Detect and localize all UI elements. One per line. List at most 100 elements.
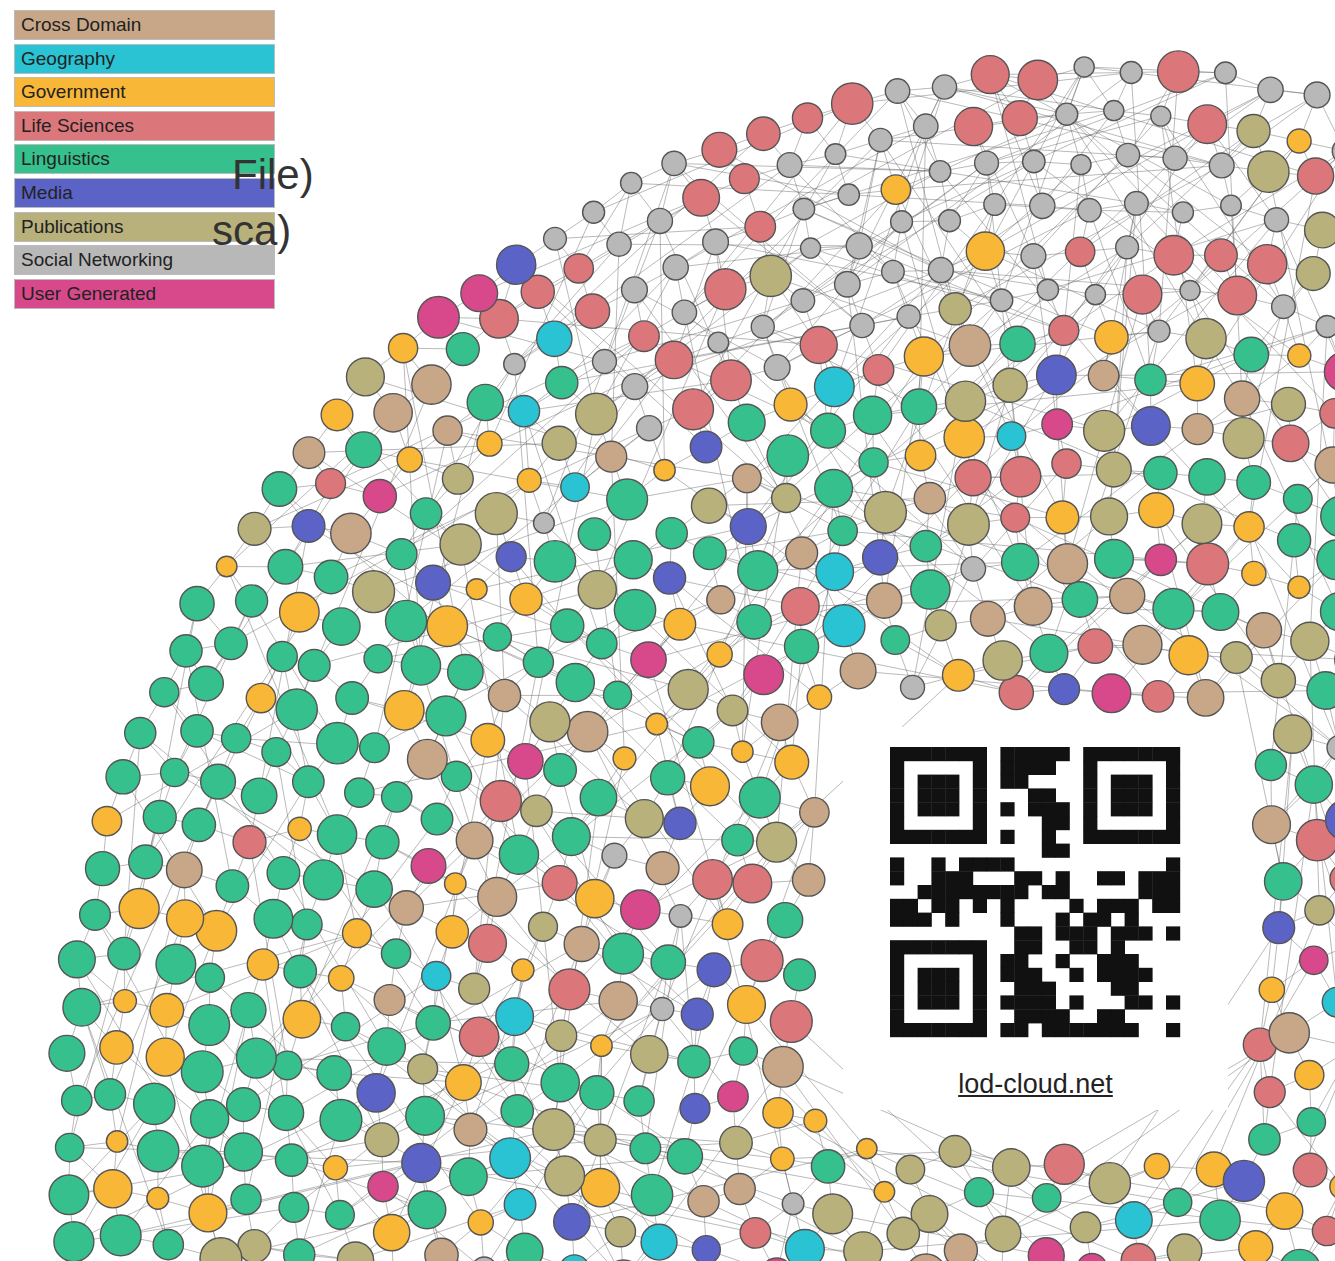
link-line: [488, 740, 623, 953]
dataset-circle: [1274, 715, 1312, 753]
link-line: [940, 171, 1151, 426]
dataset-circle: [1300, 946, 1328, 974]
dataset-circle: [1291, 622, 1329, 660]
dataset-circle: [1295, 1060, 1324, 1089]
dataset-circle: [425, 1238, 458, 1261]
dataset-circle: [939, 293, 971, 325]
dataset-circle: [720, 1126, 753, 1159]
dataset-circle: [1116, 236, 1139, 259]
dataset-circle: [728, 404, 765, 441]
dataset-circle: [533, 513, 554, 534]
dataset-circle: [1180, 280, 1200, 300]
link-line: [1057, 424, 1067, 564]
dataset-circle: [1037, 279, 1058, 300]
dataset-circle: [283, 1001, 320, 1038]
dataset-circle: [966, 232, 1004, 270]
dataset-circle: [891, 211, 913, 233]
dataset-circle: [231, 993, 266, 1028]
dataset-circle: [800, 798, 829, 827]
dataset-circle: [1084, 410, 1125, 451]
dataset-circle: [707, 586, 735, 614]
dataset-circle: [904, 337, 943, 376]
link-line: [804, 80, 1038, 209]
link-line: [175, 601, 252, 773]
dataset-circle: [1167, 1234, 1202, 1261]
link-line: [340, 1001, 618, 1215]
dataset-circle: [1169, 636, 1208, 675]
dataset-circle: [801, 238, 821, 258]
dataset-circle: [466, 579, 487, 600]
dataset-circle: [1234, 337, 1269, 372]
dataset-circle: [784, 959, 816, 991]
dataset-circle: [279, 1193, 309, 1223]
dataset-circle: [730, 509, 766, 545]
link-line: [634, 290, 786, 498]
dataset-circle: [655, 341, 692, 378]
dataset-circle: [480, 780, 521, 821]
dataset-circle: [546, 367, 578, 399]
link-line: [1020, 356, 1299, 562]
dataset-circle: [1224, 381, 1259, 416]
dataset-circle: [483, 623, 511, 651]
dataset-circle: [386, 600, 427, 641]
dataset-circle: [408, 1191, 446, 1229]
link-line: [902, 73, 1226, 222]
link-line: [392, 1083, 464, 1233]
dataset-circle: [625, 800, 663, 838]
link-line: [763, 163, 987, 327]
dataset-circle: [1047, 544, 1087, 584]
dataset-circle: [353, 571, 395, 613]
dataset-circle: [329, 966, 354, 991]
dataset-circle: [276, 689, 317, 730]
dataset-circle: [195, 963, 224, 992]
dataset-circle: [705, 269, 746, 310]
link-line: [684, 171, 940, 312]
link-line: [985, 90, 1270, 251]
dataset-circle: [445, 873, 467, 895]
link-line: [834, 165, 1081, 387]
dataset-circle: [654, 562, 686, 594]
dataset-circle: [718, 1081, 749, 1112]
link-line: [733, 407, 919, 711]
dataset-circle: [1316, 315, 1335, 337]
dataset-circle: [1280, 1249, 1321, 1261]
dataset-circle: [317, 1056, 351, 1090]
dataset-circle: [774, 388, 807, 421]
dataset-circle: [545, 1156, 585, 1196]
dataset-circle: [1142, 681, 1174, 713]
dataset-circle: [680, 1094, 710, 1124]
dataset-circle: [1288, 344, 1311, 367]
dataset-circle: [664, 807, 696, 839]
dataset-circle: [672, 300, 696, 324]
dataset-circle: [293, 766, 324, 797]
dataset-circle: [1239, 1231, 1273, 1261]
dataset-circle: [586, 628, 617, 659]
dataset-circle: [840, 653, 876, 689]
link-line: [635, 140, 881, 386]
dataset-circle: [1321, 496, 1335, 537]
dataset-circle: [499, 835, 538, 874]
link-lines: [67, 67, 1335, 1261]
dataset-circle: [828, 516, 857, 545]
dataset-circle: [622, 374, 648, 400]
dataset-circle: [426, 696, 466, 736]
dataset-circle: [614, 541, 652, 579]
dataset-circle: [905, 440, 935, 470]
dataset-circle: [298, 650, 330, 682]
dataset-circle: [1132, 407, 1171, 446]
dataset-circle: [421, 803, 453, 835]
dataset-circle: [541, 1064, 579, 1102]
dataset-circle: [551, 609, 584, 642]
dataset-circle: [292, 909, 323, 940]
dataset-circle: [1297, 1108, 1325, 1136]
link-line: [256, 801, 500, 1058]
dataset-circle: [599, 982, 637, 1020]
link-line: [1015, 518, 1264, 631]
link-line: [919, 158, 1175, 407]
dataset-circle: [782, 1193, 804, 1215]
link-line: [596, 248, 810, 414]
dataset-circle: [1110, 578, 1145, 613]
dataset-circle: [712, 909, 743, 940]
dataset-circle: [1253, 806, 1291, 844]
dataset-circle: [490, 1138, 531, 1179]
